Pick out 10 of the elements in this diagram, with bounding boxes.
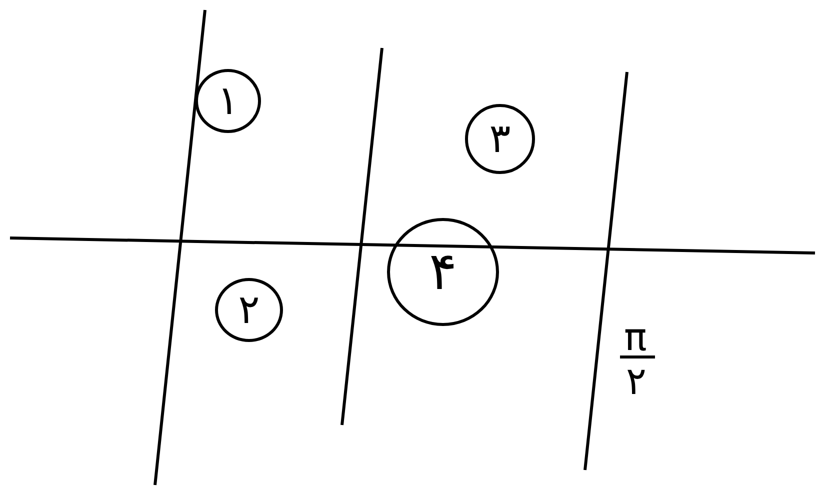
number-label: ۲ bbox=[238, 290, 260, 330]
number-label: ۳ bbox=[489, 119, 511, 159]
fraction-denominator: ۲ bbox=[626, 362, 646, 400]
number-label: ۴ bbox=[429, 246, 457, 298]
number-label: ۱ bbox=[217, 81, 239, 121]
circle-marker bbox=[465, 104, 535, 174]
circle-marker bbox=[215, 278, 283, 342]
fraction-numerator: π bbox=[624, 318, 647, 356]
circle-marker bbox=[195, 69, 261, 133]
circle-marker bbox=[387, 218, 499, 326]
